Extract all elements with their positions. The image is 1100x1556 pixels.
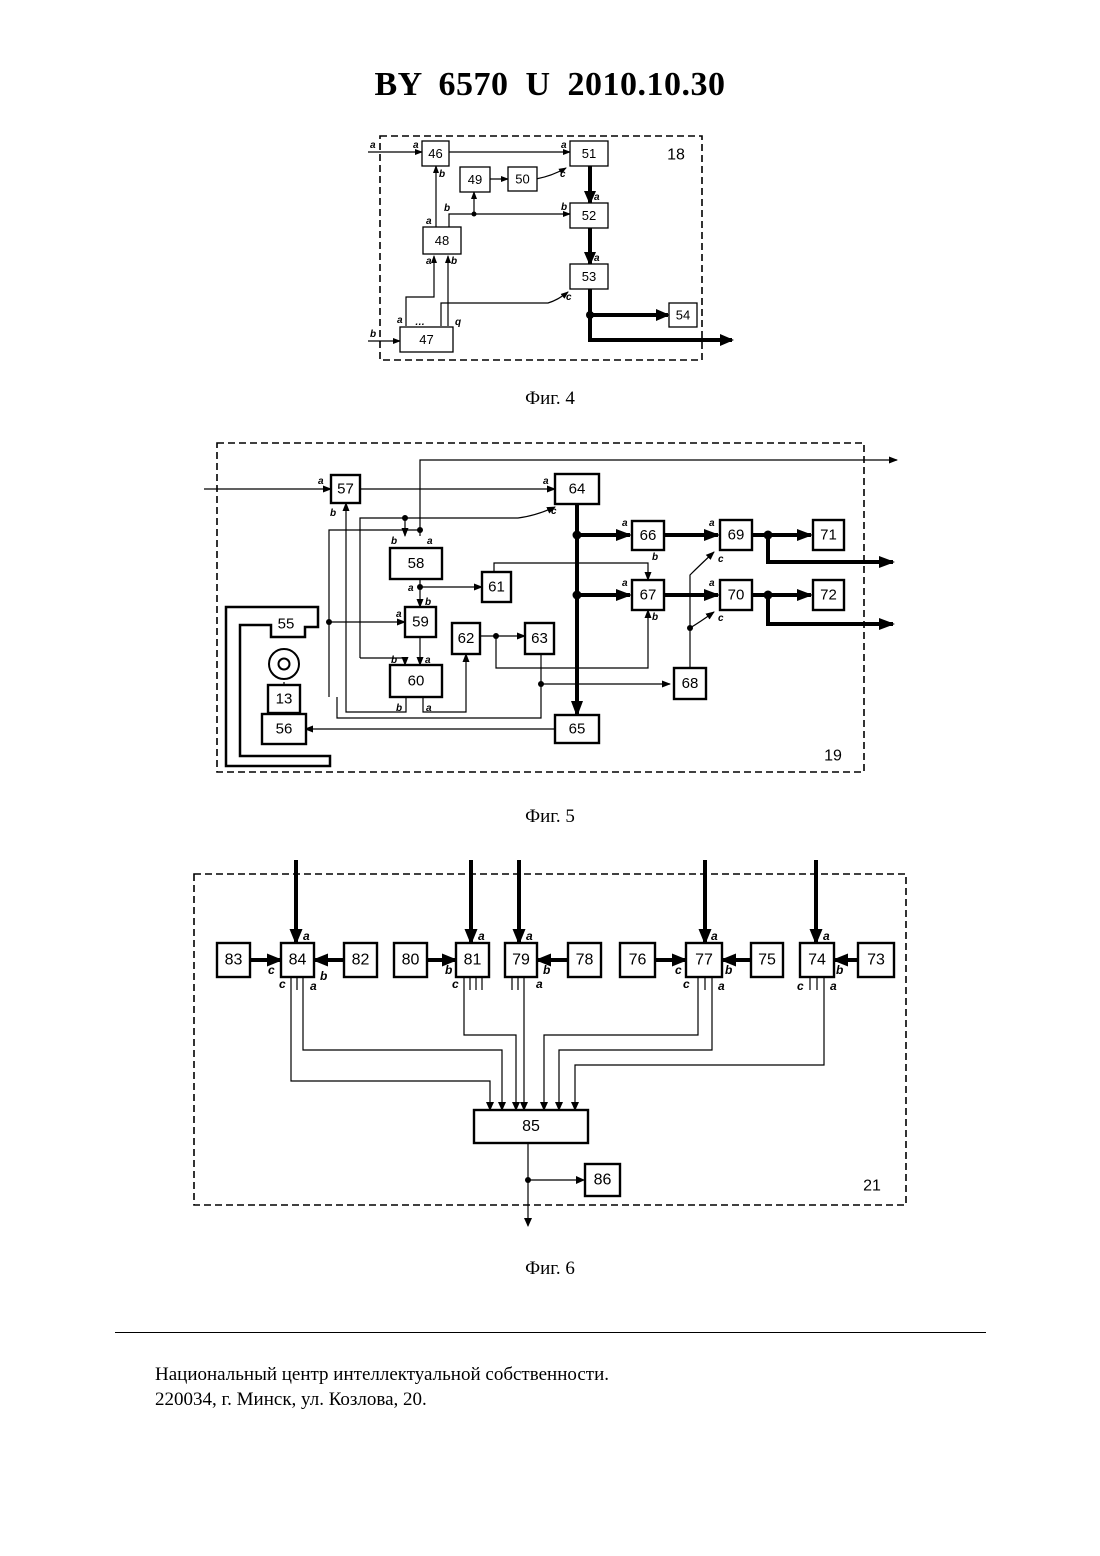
fig6-block-81: 81 — [456, 943, 489, 977]
svg-text:a: a — [718, 979, 725, 993]
fig6-block-84: 84 — [281, 943, 314, 977]
svg-text:a: a — [478, 929, 485, 943]
fig6-block-80: 80 — [394, 943, 427, 977]
svg-text:c: c — [452, 977, 459, 991]
footer-divider — [115, 1332, 986, 1333]
figure-6-caption: Фиг. 6 — [0, 1258, 1100, 1280]
svg-text:b: b — [725, 963, 732, 977]
svg-text:b: b — [836, 963, 843, 977]
svg-text:c: c — [675, 963, 682, 977]
svg-text:73: 73 — [867, 952, 885, 969]
svg-text:84: 84 — [289, 952, 307, 969]
svg-text:a: a — [830, 979, 837, 993]
svg-text:83: 83 — [225, 952, 243, 969]
svg-text:81: 81 — [464, 952, 482, 969]
svg-text:c: c — [279, 977, 286, 991]
svg-text:a: a — [823, 929, 830, 943]
footer-line-2: 220034, г. Минск, ул. Козлова, 20. — [155, 1389, 427, 1411]
fig6-block-79: 79 — [505, 943, 537, 977]
fig6-block-75: 75 — [751, 943, 783, 977]
svg-text:a: a — [526, 929, 533, 943]
svg-text:b: b — [543, 963, 550, 977]
svg-text:b: b — [445, 963, 452, 977]
fig6-block-78: 78 — [568, 943, 601, 977]
svg-text:a: a — [536, 977, 543, 991]
fig6-frame — [194, 874, 906, 1205]
fig6-block-86: 86 — [585, 1164, 620, 1196]
svg-text:79: 79 — [512, 952, 530, 969]
fig6-block-73: 73 — [858, 943, 894, 977]
svg-text:c: c — [268, 963, 275, 977]
fig6-block-77: 77 — [686, 943, 722, 977]
svg-text:c: c — [797, 979, 804, 993]
svg-text:76: 76 — [629, 952, 647, 969]
svg-text:74: 74 — [808, 952, 826, 969]
svg-text:86: 86 — [594, 1172, 612, 1189]
svg-text:82: 82 — [352, 952, 370, 969]
fig6-block-83: 83 — [217, 943, 250, 977]
svg-text:a: a — [711, 929, 718, 943]
fig6-frame-label: 21 — [863, 1178, 881, 1195]
fig6-wires — [250, 860, 858, 1226]
footer-line-1: Национальный центр интеллектуальной собс… — [155, 1364, 609, 1386]
fig6-block-85: 85 — [474, 1110, 588, 1143]
svg-text:85: 85 — [522, 1118, 540, 1135]
svg-text:77: 77 — [695, 952, 713, 969]
fig6-block-76: 76 — [620, 943, 655, 977]
svg-text:a: a — [310, 979, 317, 993]
svg-text:80: 80 — [402, 952, 420, 969]
fig6-block-82: 82 — [344, 943, 377, 977]
svg-text:c: c — [683, 977, 690, 991]
svg-text:78: 78 — [576, 952, 594, 969]
svg-text:75: 75 — [758, 952, 776, 969]
svg-text:b: b — [320, 969, 327, 983]
fig6-block-74: 74 — [800, 943, 834, 977]
svg-text:a: a — [303, 929, 310, 943]
